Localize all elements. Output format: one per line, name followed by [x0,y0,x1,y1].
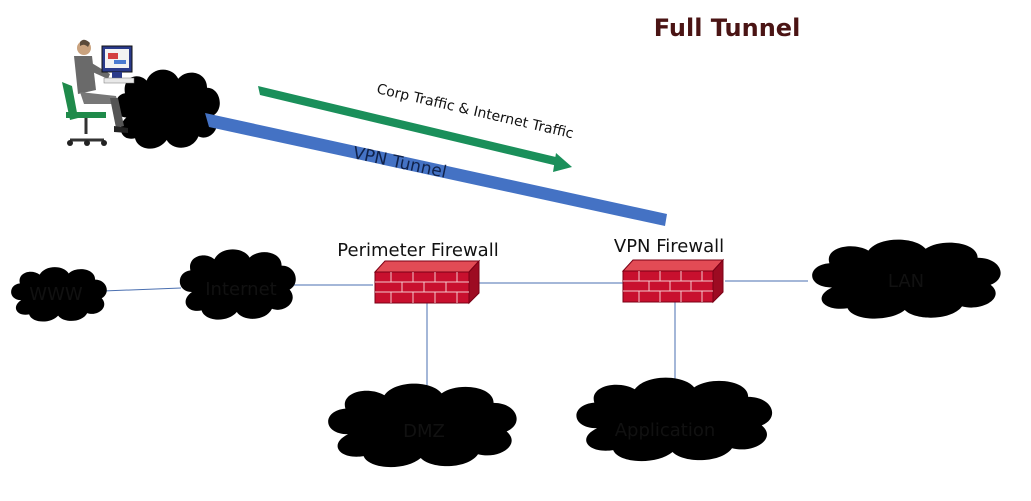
internet-label: Internet [205,279,276,300]
person-at-computer-icon [62,39,135,146]
vpn-tunnel-label: VPN Tunnel [351,143,448,182]
vpn-firewall-label: VPN Firewall [614,236,724,257]
traffic-arrow [258,86,572,172]
link-www-internet [102,287,182,292]
dmz-label: DMZ [403,421,445,442]
lan-label: LAN [888,271,924,292]
vpn-firewall-icon [621,258,725,304]
traffic-label: Corp Traffic & Internet Traffic [375,81,575,142]
perimeter-firewall-icon [373,259,481,305]
arrow-head-icon [553,153,572,172]
diagram-title: Full Tunnel [654,14,801,42]
perimeter-firewall-label: Perimeter Firewall [337,240,498,261]
vpn-tunnel-bar [205,113,667,226]
network-links [102,280,808,386]
www-label: WWW [29,284,83,305]
application-label: Application [615,420,716,441]
